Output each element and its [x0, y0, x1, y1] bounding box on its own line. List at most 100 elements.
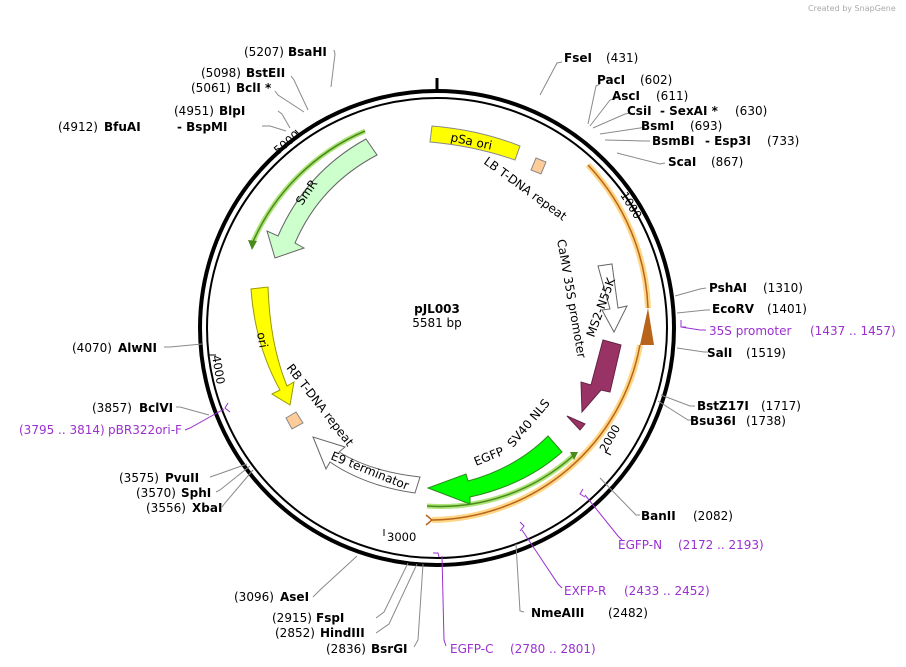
svg-text:- Esp3I: - Esp3I — [705, 134, 751, 148]
svg-text:(5098): (5098) — [201, 66, 241, 80]
site-label-asci: AscI (611) — [612, 89, 688, 103]
tick-4000: 4000 — [209, 354, 228, 385]
orf-arc-1-head — [640, 308, 654, 345]
site-label-fspi: (2915) FspI — [272, 611, 344, 625]
psa-ori-label: pSa ori — [449, 130, 493, 152]
svg-text:Bsu36I: Bsu36I — [690, 414, 736, 428]
svg-text:BsmI: BsmI — [641, 119, 674, 133]
site-label-ecorv: EcoRV (1401) — [712, 302, 807, 316]
svg-text:EGFP-C: EGFP-C — [450, 642, 493, 656]
svg-text:BclVI: BclVI — [139, 401, 173, 415]
orf-arc-3-head — [570, 452, 578, 460]
svg-text:(1519): (1519) — [746, 346, 786, 360]
primer-markers — [184, 320, 706, 647]
svg-text:(630): (630) — [735, 104, 767, 118]
svg-text:(3096): (3096) — [234, 590, 274, 604]
svg-text:(1717): (1717) — [761, 399, 801, 413]
primer-label-pbr322ori-f: (3795 .. 3814) pBR322ori-F — [19, 423, 182, 437]
svg-text:(2433 .. 2452): (2433 .. 2452) — [624, 584, 710, 598]
svg-text:(3575): (3575) — [119, 471, 159, 485]
svg-text:(5207): (5207) — [244, 45, 284, 59]
site-label-scai: ScaI (867) — [668, 155, 743, 169]
svg-text:SphI: SphI — [181, 486, 211, 500]
svg-text:(5061): (5061) — [191, 81, 231, 95]
svg-text:NmeAIII: NmeAIII — [531, 606, 584, 620]
site-label-blpi: (4951) BlpI — [174, 104, 245, 118]
svg-text:BsrGI: BsrGI — [371, 642, 408, 656]
site-label-xbai: (3556) XbaI — [146, 501, 222, 515]
orf-arc-2 — [431, 344, 641, 521]
camv-35s-feature — [597, 263, 628, 334]
svg-text:(1437 .. 1457): (1437 .. 1457) — [810, 324, 896, 338]
svg-text:(2836): (2836) — [326, 642, 366, 656]
ms2-n55k-feature — [580, 339, 622, 414]
site-label-fsei: FseI (431) — [564, 51, 638, 65]
site-label-bstz17i: BstZ17I (1717) — [697, 399, 801, 413]
svg-text:(733): (733) — [767, 134, 799, 148]
svg-text:(4951): (4951) — [174, 104, 214, 118]
svg-text:(3795 .. 3814): (3795 .. 3814) — [19, 423, 105, 437]
site-label-pvuii: (3575) PvuII — [119, 471, 199, 485]
svg-text:BsmBI: BsmBI — [652, 134, 694, 148]
svg-text:(431): (431) — [606, 51, 638, 65]
svg-text:35S promoter: 35S promoter — [709, 324, 791, 338]
primer-label-egfp-c: EGFP-C (2780 .. 2801) — [450, 642, 596, 656]
svg-text:EcoRV: EcoRV — [712, 302, 755, 316]
svg-text:- BspMI: - BspMI — [177, 120, 227, 134]
plasmid-name: pJL003 — [414, 302, 460, 316]
svg-text:(1738): (1738) — [746, 414, 786, 428]
svg-text:PvuII: PvuII — [165, 471, 199, 485]
svg-text:(693): (693) — [690, 119, 722, 133]
site-label-asei: (3096) AseI — [234, 590, 309, 604]
orf-arc-1 — [587, 164, 649, 309]
svg-text:HindIII: HindIII — [320, 626, 365, 640]
site-label-sphi: (3570) SphI — [136, 486, 211, 500]
plasmid-size: 5581 bp — [412, 316, 462, 330]
svg-text:XbaI: XbaI — [192, 501, 222, 515]
svg-text:BstZ17I: BstZ17I — [697, 399, 749, 413]
site-label-alwni: (4070) AlwNI — [72, 341, 157, 355]
primer-label-exfp-r: EXFP-R (2433 .. 2452) — [564, 584, 710, 598]
svg-text:(611): (611) — [656, 89, 688, 103]
svg-text:(2482): (2482) — [608, 606, 648, 620]
svg-text:(2852): (2852) — [275, 626, 315, 640]
svg-text:BfuAI: BfuAI — [104, 120, 141, 134]
orf-arc-4 — [251, 130, 366, 245]
svg-text:CsiI: CsiI — [627, 104, 652, 118]
svg-text:BstEII: BstEII — [246, 66, 285, 80]
site-label-nmeaiii: NmeAIII (2482) — [531, 606, 648, 620]
camv-35s-label: CaMV 35S promoter — [554, 238, 589, 359]
svg-text:(3556): (3556) — [146, 501, 186, 515]
site-label-bsu36i: Bsu36I (1738) — [690, 414, 786, 428]
svg-text:AlwNI: AlwNI — [118, 341, 157, 355]
snapgene-watermark: Created by SnapGene — [808, 4, 896, 13]
orf-arc-3 — [426, 454, 575, 508]
e9-terminator-label: E9 terminator — [329, 449, 411, 493]
svg-text:(2915): (2915) — [272, 611, 312, 625]
svg-text:FspI: FspI — [316, 611, 344, 625]
site-label-csii-sexai: CsiI - SexAI * (630) — [627, 104, 767, 118]
svg-text:BlpI: BlpI — [219, 104, 245, 118]
site-label-bcli: (5061) BclI * — [191, 81, 272, 95]
orf-arc-4-head — [248, 240, 257, 250]
lb-repeat-feature — [530, 157, 547, 175]
site-label-pshai: PshAI (1310) — [709, 281, 803, 295]
tick-1000-mark — [631, 206, 638, 212]
site-label-bsrgi: (2836) BsrGI — [326, 642, 408, 656]
svg-text:(3857): (3857) — [92, 401, 132, 415]
site-label-hindiii: (2852) HindIII — [275, 626, 365, 640]
svg-text:BanII: BanII — [641, 509, 676, 523]
svg-text:(1310): (1310) — [763, 281, 803, 295]
svg-text:(1401): (1401) — [767, 302, 807, 316]
orf-arc-2-head — [425, 514, 434, 526]
svg-text:(2780 .. 2801): (2780 .. 2801) — [510, 642, 596, 656]
site-label-bsmbi-esp3i: BsmBI - Esp3I (733) — [652, 134, 799, 148]
primer-label-egfp-n: EGFP-N (2172 .. 2193) — [618, 538, 764, 552]
site-label-bfuai-bspmi: (4912) BfuAI - BspMI — [58, 120, 227, 134]
svg-text:(602): (602) — [640, 73, 672, 87]
svg-text:(4912): (4912) — [58, 120, 98, 134]
svg-text:AscI: AscI — [612, 89, 640, 103]
rb-repeat-label: RB T-DNA repeat — [284, 361, 357, 449]
svg-text:PacI: PacI — [597, 73, 625, 87]
